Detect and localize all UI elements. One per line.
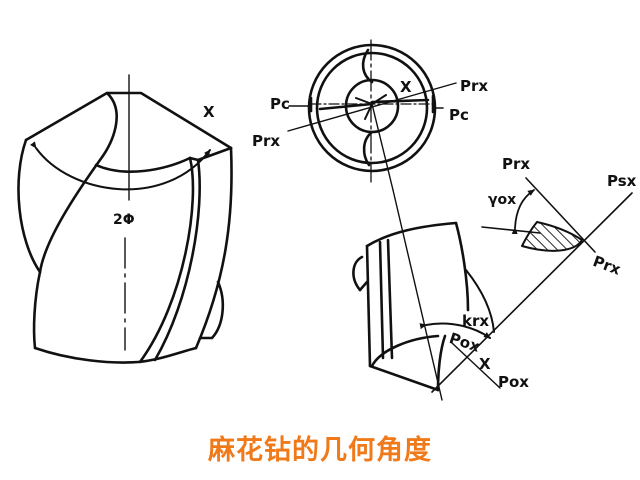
drill-side-view — [17, 74, 233, 364]
label-gamma-ox: γox — [488, 192, 517, 208]
label-krx: krx — [462, 312, 490, 330]
label-x-section: X — [479, 355, 491, 373]
drill-section-view — [352, 177, 633, 393]
label-x-end: X — [400, 78, 412, 96]
label-point-angle: 2Φ — [113, 212, 135, 228]
label-pc-left: Pc — [270, 95, 290, 113]
drill-end-view — [287, 39, 457, 191]
diagram-title: 麻花钻的几何角度 — [208, 435, 432, 466]
label-prx-top-right: Prx — [460, 77, 489, 95]
label-prx-left: Prx — [252, 132, 281, 150]
label-pc-right: Pc — [449, 106, 469, 124]
label-pox-outer: Pox — [498, 373, 529, 391]
label-psx: Psx — [607, 172, 637, 190]
label-prx-top: Prx — [502, 155, 531, 173]
label-x-side: X — [203, 103, 215, 121]
